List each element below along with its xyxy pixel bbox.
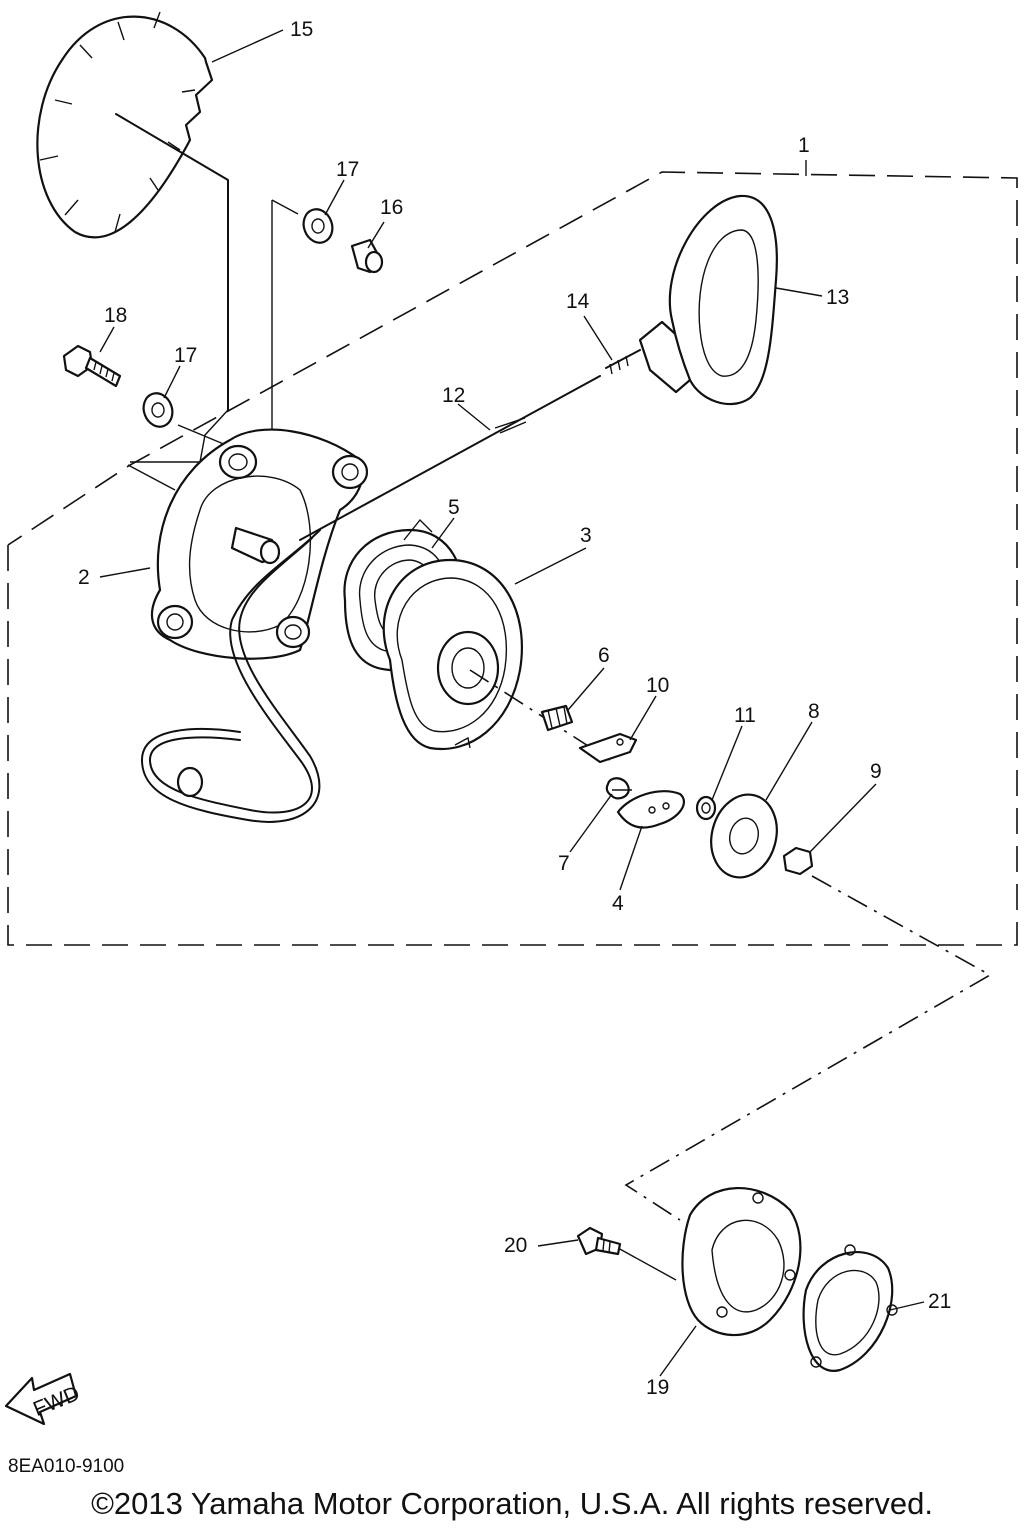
part-18-bolt (62, 344, 122, 388)
part-17-collar-upper (302, 208, 334, 244)
fwd-arrow-icon: FWD (4, 1372, 83, 1426)
part-11-washer (695, 795, 717, 821)
callout-6: 6 (598, 644, 610, 667)
callout-leaders (99, 29, 925, 1377)
part-4-pawl (616, 790, 685, 829)
callout-4: 4 (612, 892, 624, 915)
drawing-code: 8EA010-9100 (8, 1456, 125, 1477)
callout-11: 11 (734, 704, 756, 727)
callout-2: 2 (78, 566, 90, 589)
part-14-rope-end (605, 349, 641, 375)
part-7-spring (605, 777, 632, 800)
callout-17-upper: 17 (336, 158, 359, 181)
part-12-rope (299, 375, 601, 541)
callout-labels: 15 1 17 16 18 17 13 14 12 2 5 3 6 10 11 … (78, 18, 951, 1399)
callout-16: 16 (380, 196, 403, 219)
callout-10: 10 (646, 674, 669, 697)
part-10-ratchet (578, 732, 638, 764)
callout-21: 21 (928, 1290, 951, 1313)
part-13-handle (638, 194, 778, 406)
callout-7: 7 (558, 852, 570, 875)
part-15-decal (36, 11, 229, 411)
callout-20: 20 (504, 1234, 527, 1257)
part-2-case (150, 428, 369, 660)
callout-12: 12 (442, 384, 465, 407)
callout-5: 5 (448, 496, 460, 519)
part-20-screw (576, 1226, 622, 1256)
callout-1: 1 (798, 134, 810, 157)
part-9-nut (782, 846, 814, 876)
copyright-notice: ©2013 Yamaha Motor Corporation, U.S.A. A… (91, 1486, 933, 1521)
callout-17-lower: 17 (174, 344, 197, 367)
part-19-cover (681, 1187, 802, 1337)
assembly-boundary (7, 171, 1018, 946)
callout-13: 13 (826, 286, 849, 309)
part-16-bushing (350, 238, 384, 274)
callout-19: 19 (646, 1376, 669, 1399)
part-6-spring (540, 704, 574, 732)
callout-9: 9 (870, 760, 882, 783)
part-17-collar-lower (142, 392, 174, 428)
part-21-gasket (802, 1244, 898, 1372)
part-3-pulley (382, 558, 611, 761)
callout-3: 3 (580, 524, 592, 547)
callout-14: 14 (566, 290, 590, 313)
callout-18: 18 (104, 304, 127, 327)
callout-15: 15 (290, 18, 313, 41)
part-8-drive-plate (710, 793, 778, 879)
callout-8: 8 (808, 700, 820, 723)
starter-rope-coil (141, 529, 321, 823)
